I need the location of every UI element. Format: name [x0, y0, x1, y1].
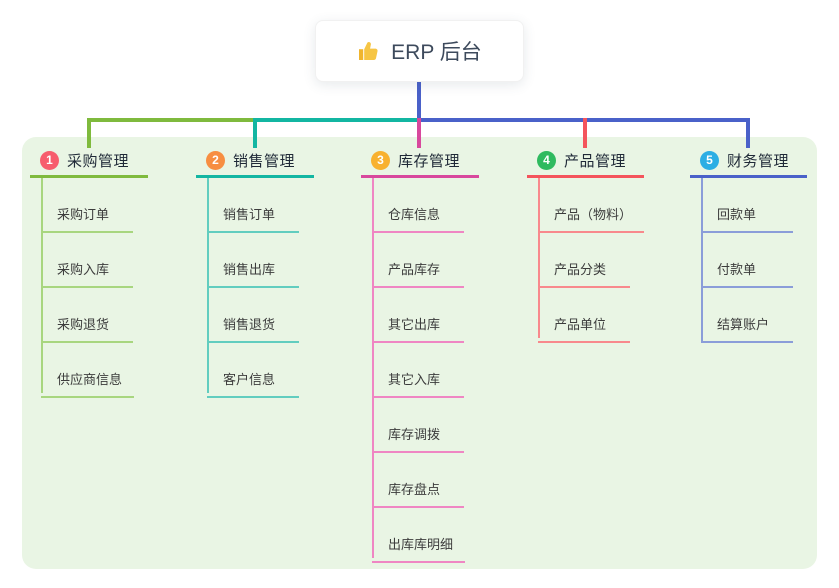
root-label: ERP 后台	[391, 41, 482, 64]
node-other-outbound[interactable]: 其它出库	[372, 288, 464, 343]
drop-line-inventory	[417, 118, 421, 148]
drop-line-finance	[746, 118, 750, 148]
root-node[interactable]: ERP 后台	[315, 20, 524, 82]
node-purchase-inbound[interactable]: 采购入库	[41, 233, 133, 288]
node-warehouse-info[interactable]: 仓库信息	[372, 178, 464, 233]
node-product-unit[interactable]: 产品单位	[538, 288, 630, 343]
child-tree-line	[538, 178, 540, 338]
branch-label: 财务管理	[727, 153, 790, 170]
node-product-category[interactable]: 产品分类	[538, 233, 630, 288]
child-tree-line	[207, 178, 209, 393]
node-supplier-info[interactable]: 供应商信息	[41, 343, 135, 398]
node-payment-bill[interactable]: 付款单	[701, 233, 793, 288]
branch-number-badge: 4	[537, 151, 556, 170]
node-sales-outbound[interactable]: 销售出库	[207, 233, 299, 288]
branch-label: 销售管理	[233, 153, 296, 170]
branch-finance-header[interactable]: 5 财务管理	[690, 146, 807, 178]
branch-product-children: 产品（物料） 产品分类 产品单位	[527, 178, 645, 343]
branch-sales-header[interactable]: 2 销售管理	[196, 146, 314, 178]
drop-line-sales	[253, 118, 257, 148]
branch-number-badge: 5	[700, 151, 719, 170]
branch-finance-children: 回款单 付款单 结算账户	[690, 178, 807, 343]
node-customer-info[interactable]: 客户信息	[207, 343, 299, 398]
branch-label: 产品管理	[564, 153, 627, 170]
node-product-stock[interactable]: 产品库存	[372, 233, 464, 288]
bus-segment-purchase	[87, 118, 255, 122]
branch-product-header[interactable]: 4 产品管理	[527, 146, 644, 178]
node-stock-transfer[interactable]: 库存调拨	[372, 398, 464, 453]
branch-purchase: 1 采购管理 采购订单 采购入库 采购退货 供应商信息	[30, 146, 148, 398]
root-stem-line	[417, 82, 421, 122]
branch-number-badge: 1	[40, 151, 59, 170]
drop-line-purchase	[87, 118, 91, 148]
branch-label: 采购管理	[67, 153, 130, 170]
node-receipt-bill[interactable]: 回款单	[701, 178, 793, 233]
branch-sales-children: 销售订单 销售出库 销售退货 客户信息	[196, 178, 314, 398]
branch-number-badge: 2	[206, 151, 225, 170]
bus-segment-sales	[253, 118, 419, 122]
node-inout-detail[interactable]: 出库库明细	[372, 508, 466, 563]
node-purchase-order[interactable]: 采购订单	[41, 178, 133, 233]
branch-label: 库存管理	[398, 153, 461, 170]
node-stock-count[interactable]: 库存盘点	[372, 453, 464, 508]
branch-finance: 5 财务管理 回款单 付款单 结算账户	[690, 146, 807, 343]
branch-area-panel	[22, 137, 817, 569]
child-tree-line	[372, 178, 374, 558]
branch-product: 4 产品管理 产品（物料） 产品分类 产品单位	[527, 146, 645, 343]
branch-purchase-children: 采购订单 采购入库 采购退货 供应商信息	[30, 178, 148, 398]
node-purchase-return[interactable]: 采购退货	[41, 288, 133, 343]
branch-inventory: 3 库存管理 仓库信息 产品库存 其它出库 其它入库 库存调拨 库存盘点 出库库…	[361, 146, 479, 563]
node-sales-return[interactable]: 销售退货	[207, 288, 299, 343]
node-sales-order[interactable]: 销售订单	[207, 178, 299, 233]
thumbs-up-icon	[359, 42, 378, 60]
child-tree-line	[701, 178, 703, 343]
node-other-inbound[interactable]: 其它入库	[372, 343, 464, 398]
branch-sales: 2 销售管理 销售订单 销售出库 销售退货 客户信息	[196, 146, 314, 398]
branch-purchase-header[interactable]: 1 采购管理	[30, 146, 148, 178]
child-tree-line	[41, 178, 43, 393]
node-settlement-account[interactable]: 结算账户	[701, 288, 793, 343]
drop-line-product	[583, 118, 587, 148]
branch-inventory-header[interactable]: 3 库存管理	[361, 146, 479, 178]
branch-number-badge: 3	[371, 151, 390, 170]
node-product-material[interactable]: 产品（物料）	[538, 178, 645, 233]
branch-inventory-children: 仓库信息 产品库存 其它出库 其它入库 库存调拨 库存盘点 出库库明细	[361, 178, 479, 563]
